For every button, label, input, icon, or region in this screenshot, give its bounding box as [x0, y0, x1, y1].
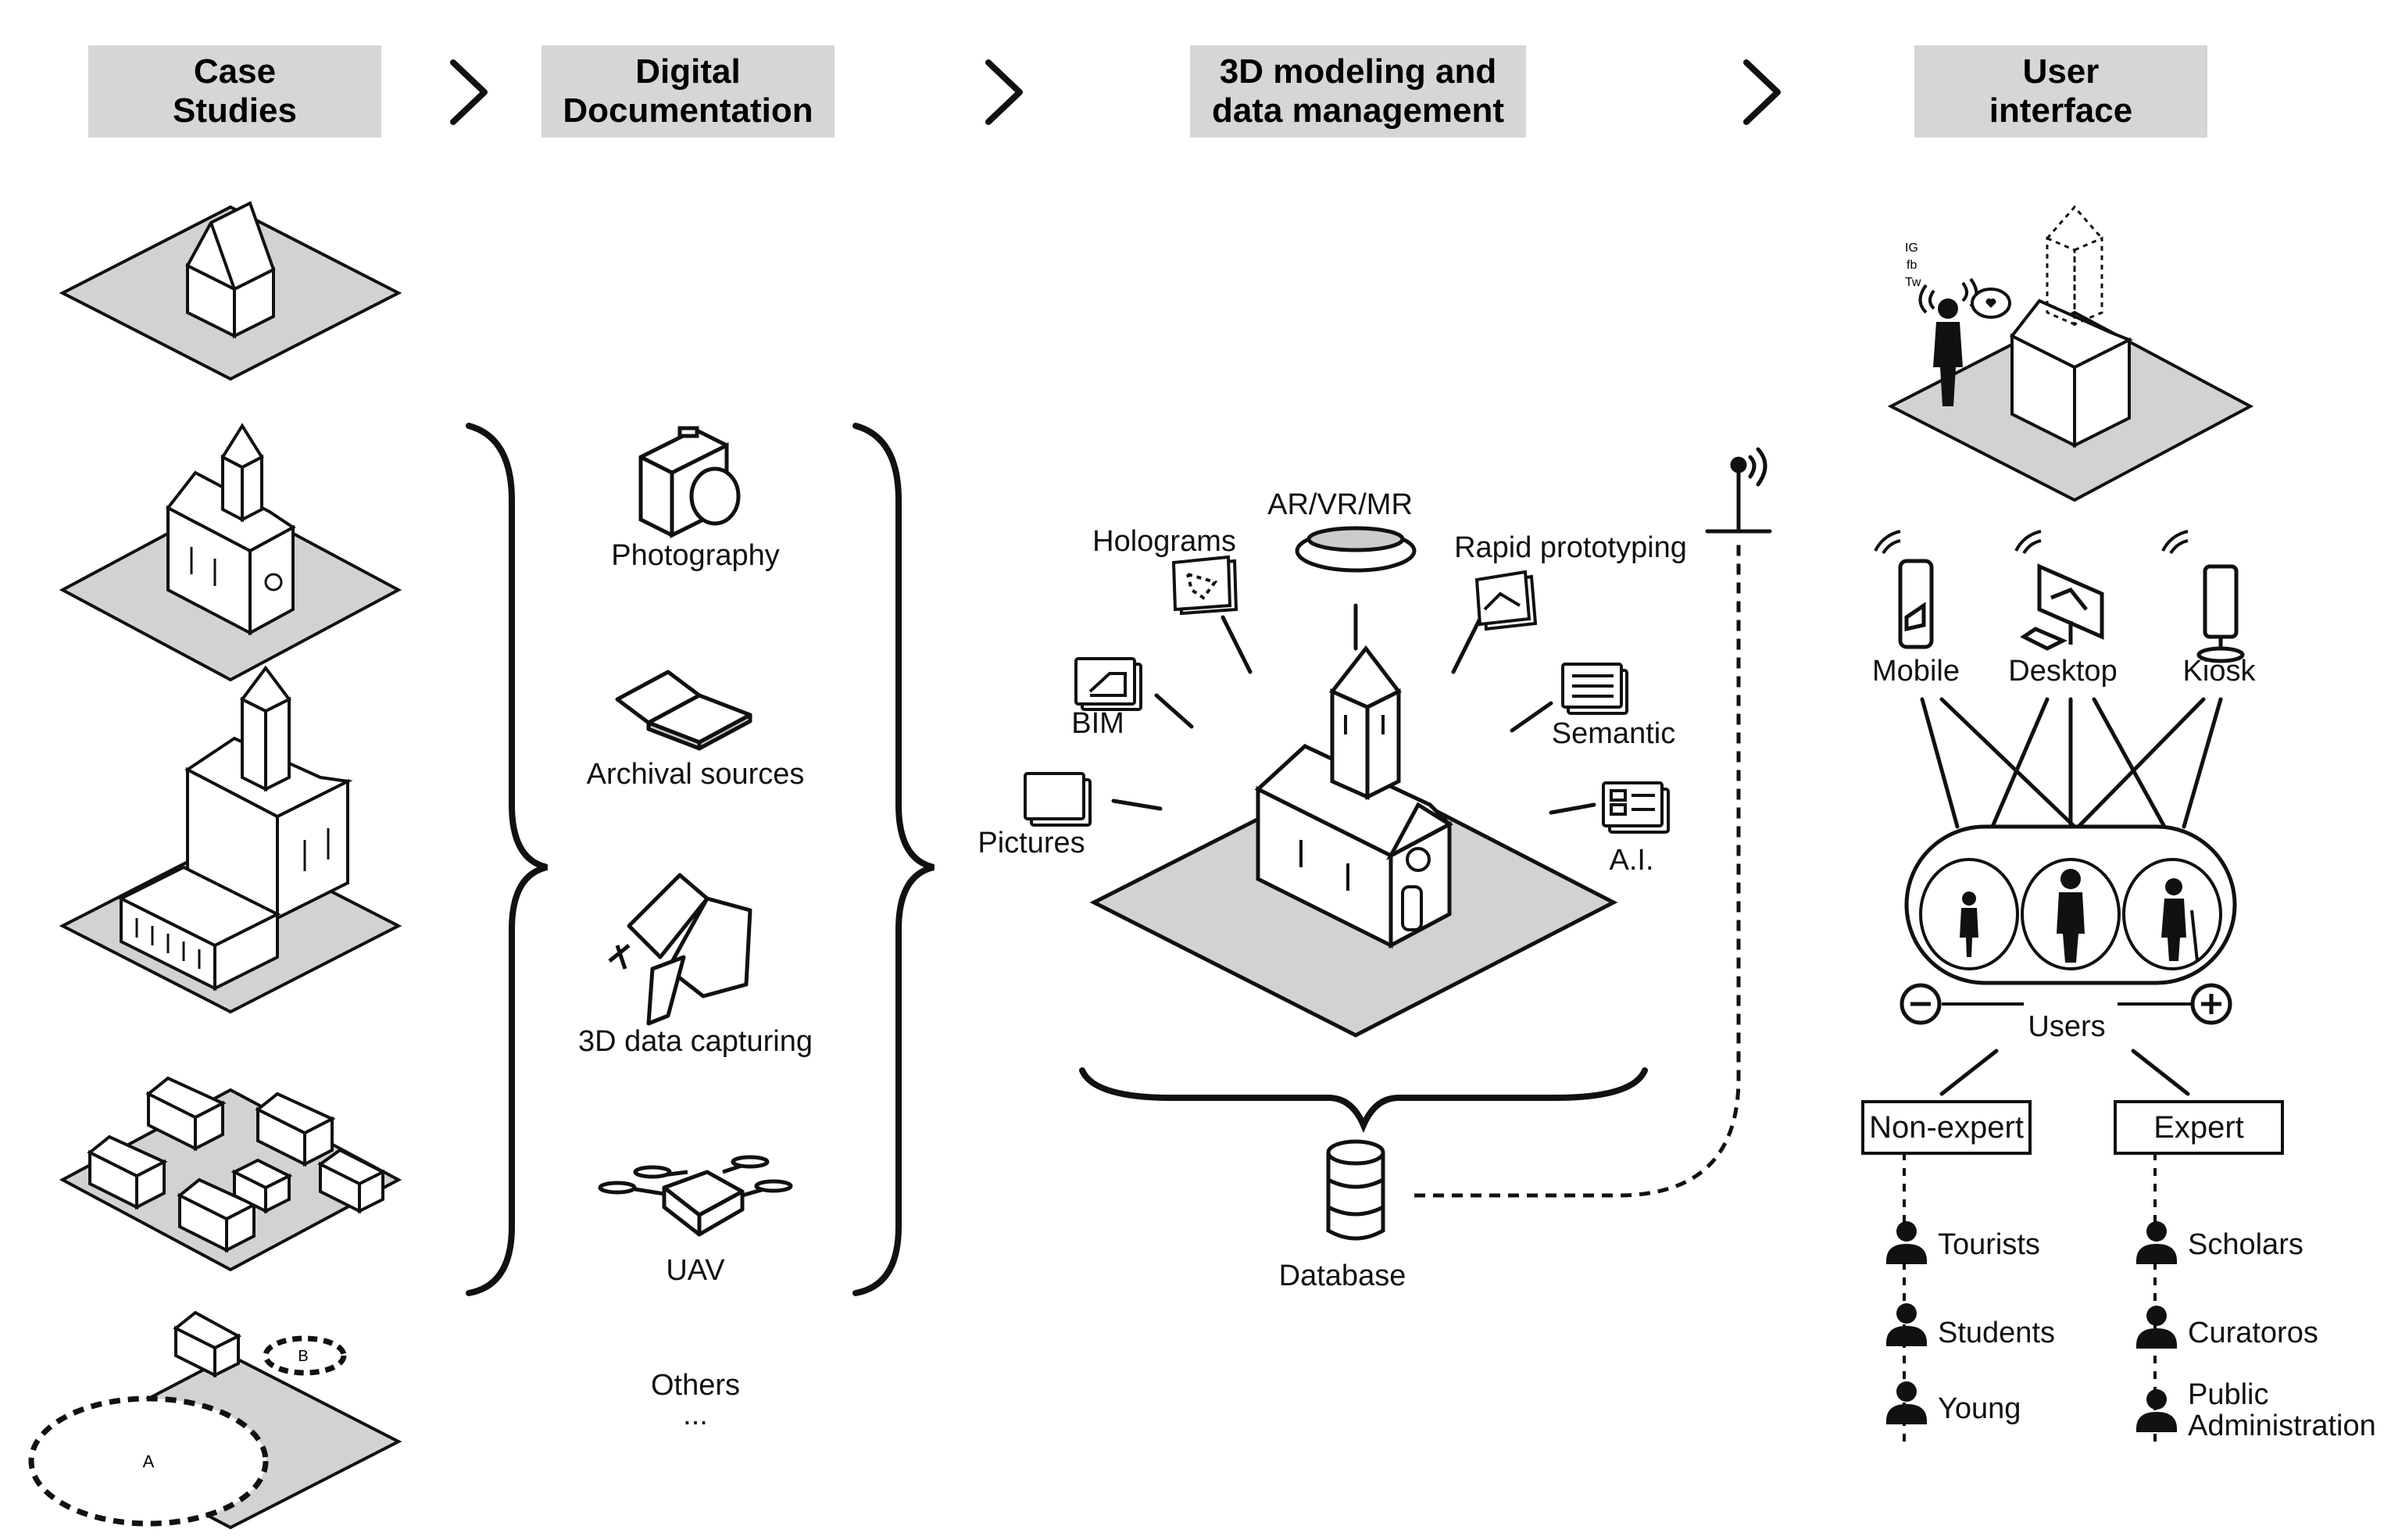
label-database: Database	[1278, 1260, 1406, 1292]
speech-bubble-icon	[1971, 288, 2011, 319]
header-case-studies: Case Studies	[88, 45, 381, 138]
social-label-fb: fb	[1907, 259, 1917, 272]
label-desktop: Desktop	[2008, 655, 2118, 688]
label-3d-data-capturing: 3D data capturing	[578, 1025, 813, 1058]
label-others: Others	[650, 1369, 741, 1402]
non-expert-box: Non-expert	[1861, 1100, 2032, 1155]
mobile-device-icon	[1898, 559, 1934, 649]
label-users: Users	[2028, 1010, 2106, 1043]
semantic-icon	[1561, 663, 1628, 715]
label-kiosk: Kiosk	[2182, 655, 2256, 688]
drone-icon	[598, 1155, 793, 1237]
expertise-branch-line	[1939, 1049, 2190, 1096]
label-semantic: Semantic	[1551, 717, 1676, 750]
case-study-village	[59, 1076, 402, 1272]
scanner-icon	[608, 873, 752, 1026]
social-label-tw: Tw	[1905, 276, 1921, 289]
camera-icon	[638, 426, 741, 539]
ai-icon	[1602, 781, 1670, 834]
expert-box: Expert	[2114, 1100, 2284, 1155]
header-3d-modeling: 3D modeling and data management	[1190, 45, 1526, 138]
area-marker-b: B	[298, 1348, 308, 1365]
documentation-brace	[466, 423, 549, 1296]
minus-icon	[1900, 983, 1942, 1025]
label-ai: A.I.	[1609, 844, 1654, 877]
label-scholars: Scholars	[2188, 1228, 2303, 1261]
kiosk-device-icon	[2196, 564, 2245, 663]
label-mobile: Mobile	[1872, 655, 1960, 688]
case-study-single-house	[59, 201, 402, 381]
ui-scene-church	[1887, 205, 2254, 502]
antenna-icon	[1705, 447, 1772, 534]
hologram-icon	[1171, 555, 1238, 616]
label-photography: Photography	[611, 539, 780, 572]
label-pictures: Pictures	[977, 827, 1085, 859]
label-tourists: Tourists	[1938, 1228, 2040, 1261]
case-study-church	[59, 423, 402, 682]
pictures-icon	[1024, 772, 1092, 827]
social-label-ig: IG	[1905, 241, 1918, 255]
central-church-model	[1089, 645, 1618, 1038]
device-user-link	[1920, 697, 2223, 829]
label-uav: UAV	[666, 1254, 725, 1287]
users-group	[1904, 824, 2237, 985]
label-ellipsis: ...	[683, 1399, 708, 1431]
desktop-device-icon	[2020, 563, 2104, 651]
visitor-silhouette	[1933, 298, 1963, 406]
case-study-monastery	[59, 665, 402, 1014]
label-ar-vr-mr: AR/VR/MR	[1267, 488, 1413, 521]
wireless-link-line	[1414, 539, 1741, 1198]
header-digital-documentation: Digital Documentation	[541, 45, 835, 138]
label-curatoros: Curatoros	[2188, 1317, 2318, 1349]
connector-line	[1111, 603, 1596, 815]
label-public-administration: Public Administration	[2188, 1378, 2376, 1442]
label-archival-sources: Archival sources	[586, 758, 805, 791]
label-rapid-prototyping: Rapid prototyping	[1454, 531, 1687, 564]
expertise-dashed-line	[1903, 1152, 2157, 1445]
header-user-interface: User interface	[1914, 45, 2207, 138]
area-marker-a: A	[143, 1452, 155, 1471]
case-study-landscape	[28, 1310, 402, 1530]
database-brace	[1079, 1067, 1648, 1134]
book-icon	[615, 670, 752, 751]
device-wifi-icon	[1874, 530, 2189, 555]
bim-icon	[1074, 657, 1142, 711]
flow-arrow	[450, 59, 1781, 125]
label-young: Young	[1938, 1392, 2021, 1425]
label-holograms: Holograms	[1092, 525, 1236, 558]
label-students: Students	[1938, 1317, 2055, 1349]
prototype-icon	[1474, 570, 1538, 631]
label-bim: BIM	[1071, 707, 1124, 740]
plus-icon	[2190, 983, 2232, 1025]
modeling-brace	[852, 423, 935, 1296]
ar-headset-icon	[1295, 526, 1417, 573]
database-icon	[1326, 1139, 1385, 1241]
